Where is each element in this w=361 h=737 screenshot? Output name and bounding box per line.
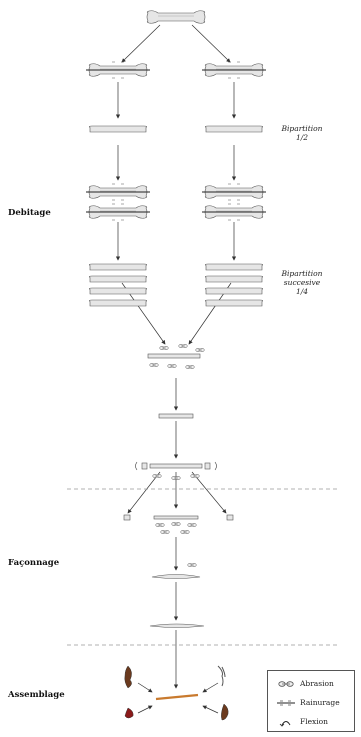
shaping-rod [123,514,234,534]
rod-blank [158,413,194,419]
phase-faconnage: Façonnage [8,558,60,568]
legend-item-abrasion: Abrasion [268,677,356,691]
legend-item-rainurage: Rainurage [268,696,356,710]
flow-arrows [115,24,237,714]
phase-debitage: Debitage [8,208,51,218]
legend-label-flexion: Flexion [300,717,329,726]
legend: Abrasion Rainurage Flexion [267,670,355,732]
half-bone-right [205,125,263,133]
whole-bone [146,10,206,24]
note-line: Bipartition [281,124,323,133]
flexion-icon [279,721,291,727]
tapered-shaft-1 [151,563,201,579]
legend-label-rainurage: Rainurage [300,698,340,707]
legend-label-abrasion: Abrasion [300,679,334,688]
legend-item-flexion: Flexion [268,715,356,729]
note-bipartition-half: Bipartition 1/2 [262,124,342,142]
grooved-bone-right [202,62,266,78]
quarter-pieces-left [89,263,147,307]
note-bipartition-quarter: Bipartition succesive 1/4 [262,269,342,296]
note-line: 1/4 [295,287,309,296]
note-line: Bipartition [281,269,323,278]
tapered-shaft-2 [149,623,205,628]
grooved-halves-left [86,184,150,220]
note-line: succesive [283,278,321,287]
assembled-rod [155,693,199,701]
note-line: 1/2 [295,133,309,142]
phase-assemblage: Assemblage [8,690,65,700]
flexion-rod [135,461,217,480]
quarter-pieces-right [205,263,263,307]
abrasion-icon [278,681,294,687]
rainurage-icon [277,700,295,706]
grooved-halves-right [202,184,266,220]
assembly-components [124,665,229,721]
abrasion-blank [147,344,205,369]
half-bone-left [89,125,147,133]
grooved-bone-left [86,62,150,78]
